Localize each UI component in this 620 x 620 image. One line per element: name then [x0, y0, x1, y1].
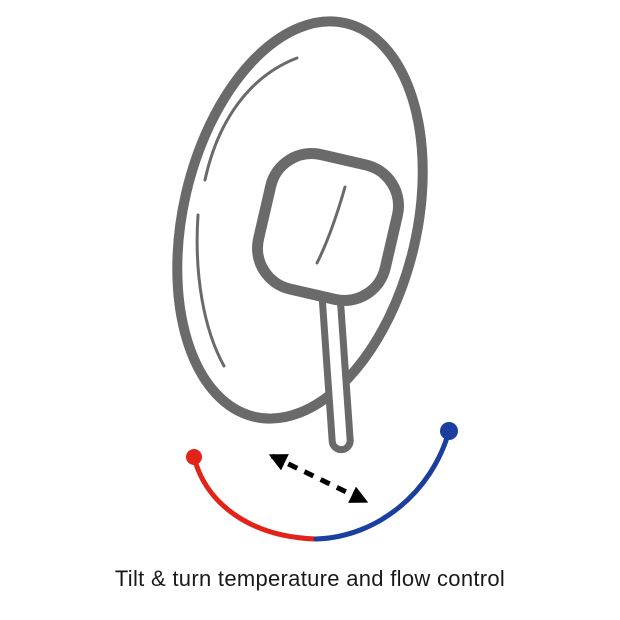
tilt-motion-dashed-arrow-icon	[268, 453, 369, 504]
temperature-arc-cold-segment	[313, 428, 452, 542]
handle-highlight	[315, 185, 347, 265]
hot-endpoint-dot	[186, 449, 202, 465]
cold-endpoint-dot	[440, 422, 458, 440]
diagram-caption: Tilt & turn temperature and flow control	[114, 566, 506, 591]
backplate-highlight-lower	[195, 213, 226, 368]
backplate-highlight-upper	[203, 56, 299, 182]
control-handle	[252, 148, 404, 306]
temperature-arc-hot-segment	[191, 454, 319, 542]
